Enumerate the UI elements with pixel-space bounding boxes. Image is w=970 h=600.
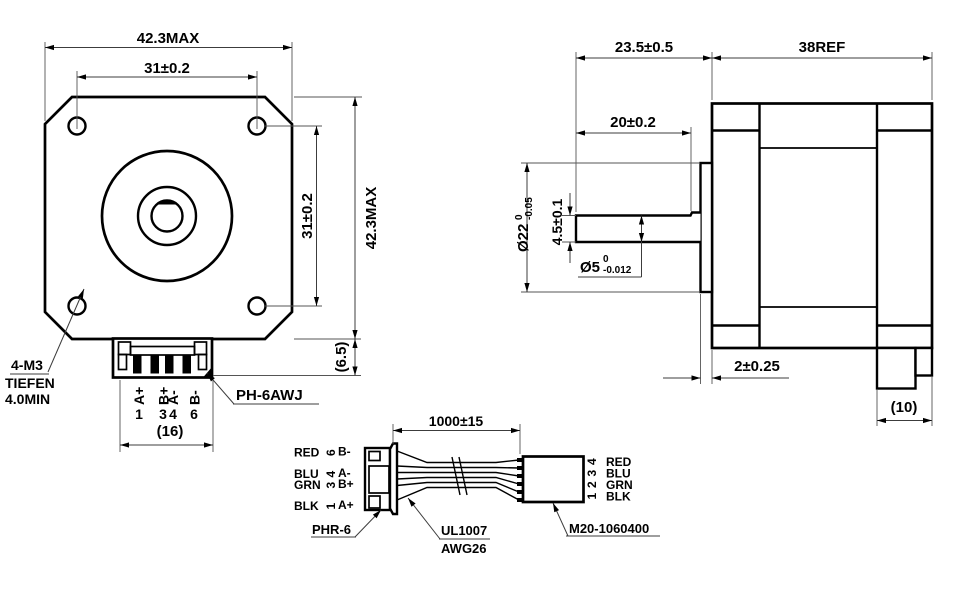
left-pin-4: 4 <box>324 471 338 478</box>
svg-text:0: 0 <box>514 214 525 220</box>
right-pin-3: 3 <box>585 470 599 477</box>
left-signal-a-plus: A+ <box>338 498 354 512</box>
pin-1 <box>133 354 142 374</box>
dim-body-length: 38REF <box>799 39 846 56</box>
pin-3 <box>150 354 159 374</box>
dim-rear-connector: (10) <box>891 399 918 416</box>
wire-color-blk: BLK <box>294 499 319 513</box>
m20-callout: M20-1060400 <box>552 502 660 537</box>
dim-flat-length: 20±0.2 <box>610 114 656 131</box>
left-pin-6: 6 <box>324 449 338 456</box>
svg-text:Ø5: Ø5 <box>580 259 600 276</box>
pin-signal-a-minus: A- <box>165 390 181 405</box>
wires <box>396 450 520 501</box>
dim-hole-spacing-h: 31±0.2 <box>144 60 190 77</box>
left-wire-labels: RED BLU GRN BLK 6 4 3 1 B- A- B+ A+ <box>294 445 354 514</box>
thread-note-line3: 4.0MIN <box>5 391 50 407</box>
svg-text:Ø22: Ø22 <box>515 224 532 252</box>
phr6-label: PHR-6 <box>312 522 351 537</box>
front-connector <box>111 337 214 379</box>
dim-height-max: 42.3MAX <box>363 187 380 250</box>
wire-spec-line2: AWG26 <box>441 541 487 556</box>
dim-boss-depth: 2±0.25 <box>734 358 780 375</box>
m20-label: M20-1060400 <box>569 521 649 536</box>
rear-connector-side <box>875 346 934 390</box>
side-view: 23.5±0.5 38REF 20±0.2 Ø22 0 -0.05 4.5±0.… <box>514 39 934 426</box>
dim-boss-diameter: Ø22 0 -0.05 <box>514 197 535 252</box>
thread-note-line1: 4-M3 <box>11 357 43 373</box>
right-color-grn: GRN <box>606 478 633 492</box>
right-pin-4: 4 <box>585 458 599 465</box>
right-color-red: RED <box>606 455 632 469</box>
bearing-circle <box>136 185 198 247</box>
front-connector-label: PH-6AWJ <box>236 387 303 404</box>
pilot-boss-side <box>699 161 714 294</box>
svg-text:-0.012: -0.012 <box>603 265 632 276</box>
pin-number-4: 4 <box>169 406 177 422</box>
pin-signal-b-minus: B- <box>187 390 203 405</box>
pin-number-1: 1 <box>135 406 143 422</box>
shaft-flat-segment <box>156 200 178 205</box>
left-signal-b-minus: B- <box>338 445 351 459</box>
dim-harness-length: 1000±15 <box>429 413 484 429</box>
wire-color-red: RED <box>294 446 320 460</box>
mounting-hole-bottom-left <box>67 296 87 316</box>
pin-signal-a-plus: A+ <box>131 387 147 405</box>
left-pin-1: 1 <box>324 503 338 510</box>
pin-number-6: 6 <box>190 406 198 422</box>
dim-shaft-length: 23.5±0.5 <box>615 39 673 56</box>
right-pin-2: 2 <box>585 481 599 488</box>
pin-signal-b-plus: B+ <box>156 387 172 405</box>
dim-shaft-diameter: Ø5 0 -0.012 <box>578 254 642 278</box>
right-color-blk: BLK <box>606 490 631 504</box>
pin-6 <box>182 354 191 374</box>
wire-spec-callout: UL1007 AWG26 <box>407 497 490 556</box>
phr6-callout: PHR-6 <box>311 509 382 538</box>
svg-text:0: 0 <box>603 254 609 265</box>
thread-note: 4-M3 TIEFEN 4.0MIN <box>5 288 85 407</box>
pilot-boss-circle <box>100 149 234 283</box>
cable-break-mark <box>451 456 468 496</box>
harness-length-dim: 1000±15 <box>392 413 521 454</box>
left-signal-b-plus: B+ <box>338 477 354 491</box>
front-connector-callout: PH-6AWJ <box>206 372 319 405</box>
left-signal-a-minus: A- <box>338 466 351 480</box>
wire-color-grn: GRN <box>294 478 321 492</box>
dim-connector-height: (6.5) <box>333 342 350 373</box>
shaft-side <box>574 211 701 244</box>
wire-color-blu: BLU <box>294 467 319 481</box>
pin-number-3: 3 <box>159 406 167 422</box>
svg-text:-0.05: -0.05 <box>524 197 535 220</box>
phr6-connector <box>363 442 399 516</box>
dim-hole-spacing-v: 31±0.2 <box>299 193 316 239</box>
dim-width-max: 42.3MAX <box>137 30 200 47</box>
right-color-blu: BLU <box>606 467 631 481</box>
front-pin-labels: A+ B+ A- B- 1 3 4 6 <box>131 387 203 422</box>
left-pin-3: 3 <box>324 482 338 489</box>
front-view: 42.3MAX 31±0.2 31±0.2 42.3MAX (6.5) (16)… <box>5 30 380 452</box>
cable-assembly: 1000±15 RED BLU GRN BLK 6 4 3 1 B- A- B+… <box>294 413 660 556</box>
front-dimensions: 42.3MAX 31±0.2 31±0.2 42.3MAX (6.5) (16) <box>44 30 380 452</box>
wire-spec-line1: UL1007 <box>441 523 487 538</box>
dim-flat-height: 4.5±0.1 <box>549 198 565 245</box>
pin-4 <box>165 354 174 374</box>
side-dimensions: 23.5±0.5 38REF 20±0.2 Ø22 0 -0.05 4.5±0.… <box>514 39 933 426</box>
m20-connector <box>517 455 585 504</box>
right-pin-1: 1 <box>585 493 599 500</box>
motor-body-side <box>710 102 934 350</box>
thread-note-line2: TIEFEN <box>5 375 55 391</box>
dim-connector-width: (16) <box>157 423 184 440</box>
right-wire-labels: 4 3 2 1 RED BLU GRN BLK <box>585 455 633 504</box>
